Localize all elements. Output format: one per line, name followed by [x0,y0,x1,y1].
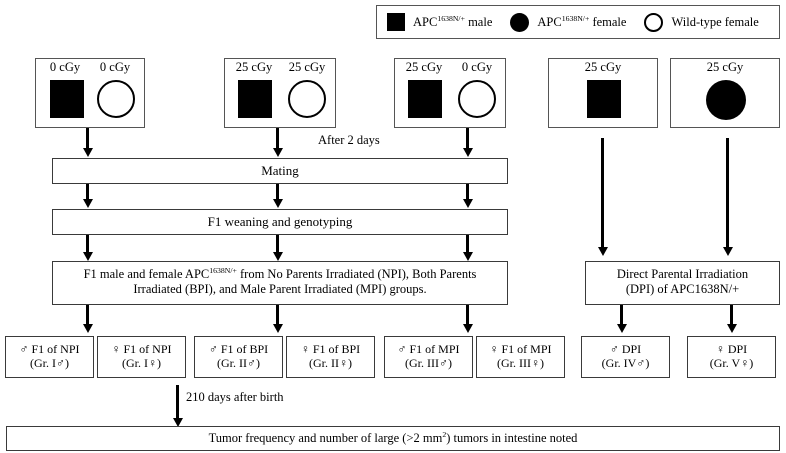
arrowhead-weaning-to-pool-left [82,252,93,261]
group-line1: ♂ F1 of MPI [397,342,460,356]
legend-item-male: APC1638N/+ male [387,13,492,31]
legend-label-female: APC1638N/+ female [537,13,627,29]
group-line2: (Gr. II♀) [309,356,352,371]
outcome-label: Tumor frequency and number of large (>2 … [208,429,578,446]
dose-label-npi-male: 0 cGy [49,60,81,74]
arrow-mating-to-weaning-center [276,184,279,202]
arrow-mpi-to-mating [466,128,469,152]
arrow-weaning-to-pool-center [276,235,279,255]
days-after-birth-label: 210 days after birth [186,390,284,404]
weaning-box: F1 weaning and genotyping [52,209,508,235]
arrow-groups-to-outcome [176,385,179,421]
dose-label-mpi-female: 0 cGy [461,60,493,74]
arrow-mating-to-weaning-right [466,184,469,202]
group-box-dpi-female: ♀ DPI (Gr. V♀) [687,336,776,378]
group-line2: (Gr. III♂) [405,356,452,371]
dpi-line2: (DPI) of APC1638N/+ [625,281,740,296]
arrowhead-pool-to-groups-right [462,324,473,333]
dose-label-mpi-male: 25 cGy [405,60,443,74]
dose-label-dpi-male: 25 cGy [584,60,622,74]
arrowhead-mpi-to-mating [462,148,473,157]
group-line1: ♂ F1 of NPI [19,342,80,356]
group-box-bpi-female: ♀ F1 of BPI (Gr. II♀) [286,336,375,378]
filled-square-icon [587,80,621,118]
arrowhead-weaning-to-pool-center [272,252,283,261]
arrowhead-pool-to-groups-center [272,324,283,333]
arrowhead-weaning-to-pool-right [462,252,473,261]
after-2-days-label: After 2 days [318,133,380,147]
arrow-weaning-to-pool-left [86,235,89,255]
arrow-pool-to-groups-left [86,305,89,327]
filled-square-icon [408,80,442,118]
group-box-mpi-female: ♀ F1 of MPI (Gr. III♀) [476,336,565,378]
group-line1: ♀ F1 of MPI [489,342,552,356]
f1-pool-line2: Irradiated (BPI), and Male Parent Irradi… [133,281,427,296]
group-box-npi-male: ♂ F1 of NPI (Gr. I♂) [5,336,94,378]
legend-item-wildtype: Wild-type female [644,12,759,32]
mating-label: Mating [261,163,299,179]
arrow-dpi-male-long [601,138,604,250]
arrow-dpi-to-group-female [730,305,733,327]
dose-label-npi-female: 0 cGy [99,60,131,74]
arrowhead-dpi-male-long [597,247,608,256]
arrow-pool-to-groups-center [276,305,279,327]
legend-label-wildtype: Wild-type female [671,14,759,29]
open-circle-icon [97,80,135,118]
arrow-mating-to-weaning-left [86,184,89,202]
mating-box: Mating [52,158,508,184]
arrow-dpi-female-long [726,138,729,250]
group-box-bpi-male: ♂ F1 of BPI (Gr. II♂) [194,336,283,378]
legend-item-female: APC1638N/+ female [510,12,627,32]
filled-circle-icon [706,80,746,120]
group-line1: ♀ F1 of BPI [300,342,361,356]
group-line2: (Gr. I♂) [30,356,69,371]
arrow-npi-to-mating [86,128,89,152]
outcome-box: Tumor frequency and number of large (>2 … [6,426,780,451]
filled-square-icon [50,80,84,118]
arrowhead-npi-to-mating [82,148,93,157]
group-box-mpi-male: ♂ F1 of MPI (Gr. III♂) [384,336,473,378]
arrowhead-mating-to-weaning-right [462,199,473,208]
filled-square-icon [238,80,272,118]
arrow-bpi-to-mating [276,128,279,152]
group-line1: ♂ DPI [609,342,642,356]
f1-pool-box: F1 male and female APC1638N/+ from No Pa… [52,261,508,305]
open-circle-icon [458,80,496,118]
filled-circle-icon [510,12,530,32]
group-box-npi-female: ♀ F1 of NPI (Gr. I♀) [97,336,186,378]
legend-label-male: APC1638N/+ male [413,13,493,29]
arrowhead-dpi-female-long [722,247,733,256]
f1-pool-line1: F1 male and female APC1638N/+ from No Pa… [83,265,477,281]
arrow-dpi-to-group-male [620,305,623,327]
group-line2: (Gr. III♀) [497,356,544,371]
group-line2: (Gr. V♀) [709,356,754,371]
dose-label-bpi-male: 25 cGy [235,60,273,74]
group-line2: (Gr. IV♂) [601,356,650,371]
group-line2: (Gr. II♂) [217,356,260,371]
arrowhead-pool-to-groups-left [82,324,93,333]
dpi-line1: Direct Parental Irradiation [616,267,749,281]
group-line1: ♂ F1 of BPI [208,342,269,356]
dose-label-bpi-female: 25 cGy [288,60,326,74]
arrowhead-mating-to-weaning-center [272,199,283,208]
dpi-box: Direct Parental Irradiation (DPI) of APC… [585,261,780,305]
group-box-dpi-male: ♂ DPI (Gr. IV♂) [581,336,670,378]
group-line1: ♀ F1 of NPI [111,342,172,356]
arrowhead-mating-to-weaning-left [82,199,93,208]
arrowhead-bpi-to-mating [272,148,283,157]
filled-square-icon [387,13,405,31]
dose-label-dpi-female: 25 cGy [706,60,744,74]
arrowhead-dpi-to-group-female [726,324,737,333]
arrow-pool-to-groups-right [466,305,469,327]
arrowhead-dpi-to-group-male [616,324,627,333]
open-circle-icon [644,12,664,32]
group-line2: (Gr. I♀) [122,356,161,371]
arrowhead-groups-to-outcome [172,418,183,427]
weaning-label: F1 weaning and genotyping [207,214,353,230]
arrow-weaning-to-pool-right [466,235,469,255]
open-circle-icon [288,80,326,118]
group-line1: ♀ DPI [715,342,748,356]
legend: APC1638N/+ male APC1638N/+ female Wild-t… [376,5,780,39]
